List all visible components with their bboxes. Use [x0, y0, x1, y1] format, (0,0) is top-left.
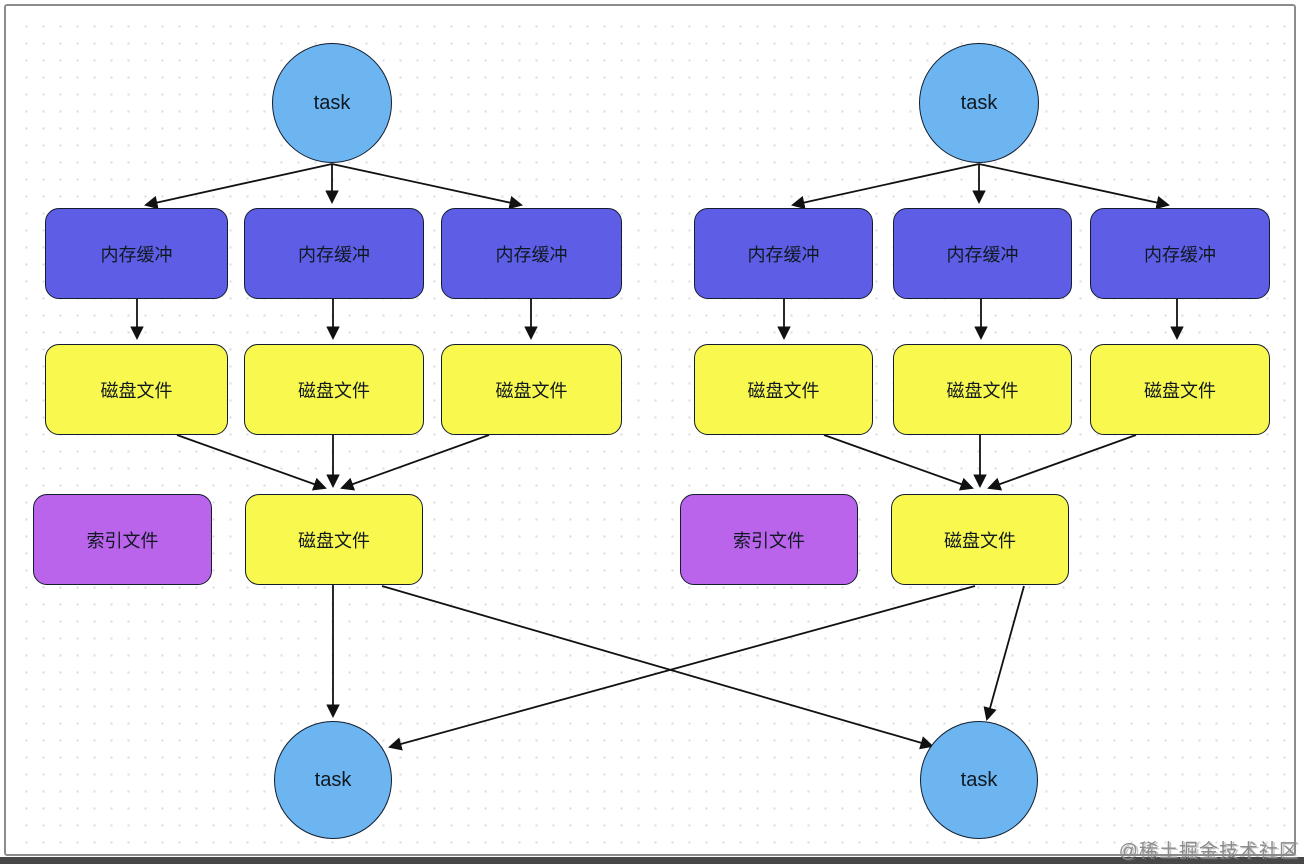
node-disk-file-right-1[interactable]: 磁盘文件	[694, 344, 873, 435]
node-disk-file-left-3[interactable]: 磁盘文件	[441, 344, 622, 435]
node-task-source-right[interactable]: task	[919, 43, 1039, 163]
node-memory-buffer-right-2[interactable]: 内存缓冲	[893, 208, 1072, 299]
node-task-source-left[interactable]: task	[272, 43, 392, 163]
node-memory-buffer-left-1[interactable]: 内存缓冲	[45, 208, 228, 299]
watermark: @稀土掘金技术社区	[1118, 841, 1299, 862]
node-disk-file-right-3[interactable]: 磁盘文件	[1090, 344, 1270, 435]
node-merged-disk-file-left[interactable]: 磁盘文件	[245, 494, 423, 585]
node-disk-file-left-2[interactable]: 磁盘文件	[244, 344, 424, 435]
node-disk-file-left-1[interactable]: 磁盘文件	[45, 344, 228, 435]
node-task-dest-left[interactable]: task	[274, 721, 392, 839]
node-index-file-left[interactable]: 索引文件	[33, 494, 212, 585]
node-memory-buffer-left-2[interactable]: 内存缓冲	[244, 208, 424, 299]
node-memory-buffer-right-1[interactable]: 内存缓冲	[694, 208, 873, 299]
node-disk-file-right-2[interactable]: 磁盘文件	[893, 344, 1072, 435]
node-memory-buffer-right-3[interactable]: 内存缓冲	[1090, 208, 1270, 299]
bottom-edge-bar	[0, 857, 1304, 864]
node-index-file-right[interactable]: 索引文件	[680, 494, 858, 585]
node-merged-disk-file-right[interactable]: 磁盘文件	[891, 494, 1069, 585]
node-task-dest-right[interactable]: task	[920, 721, 1038, 839]
node-memory-buffer-left-3[interactable]: 内存缓冲	[441, 208, 622, 299]
